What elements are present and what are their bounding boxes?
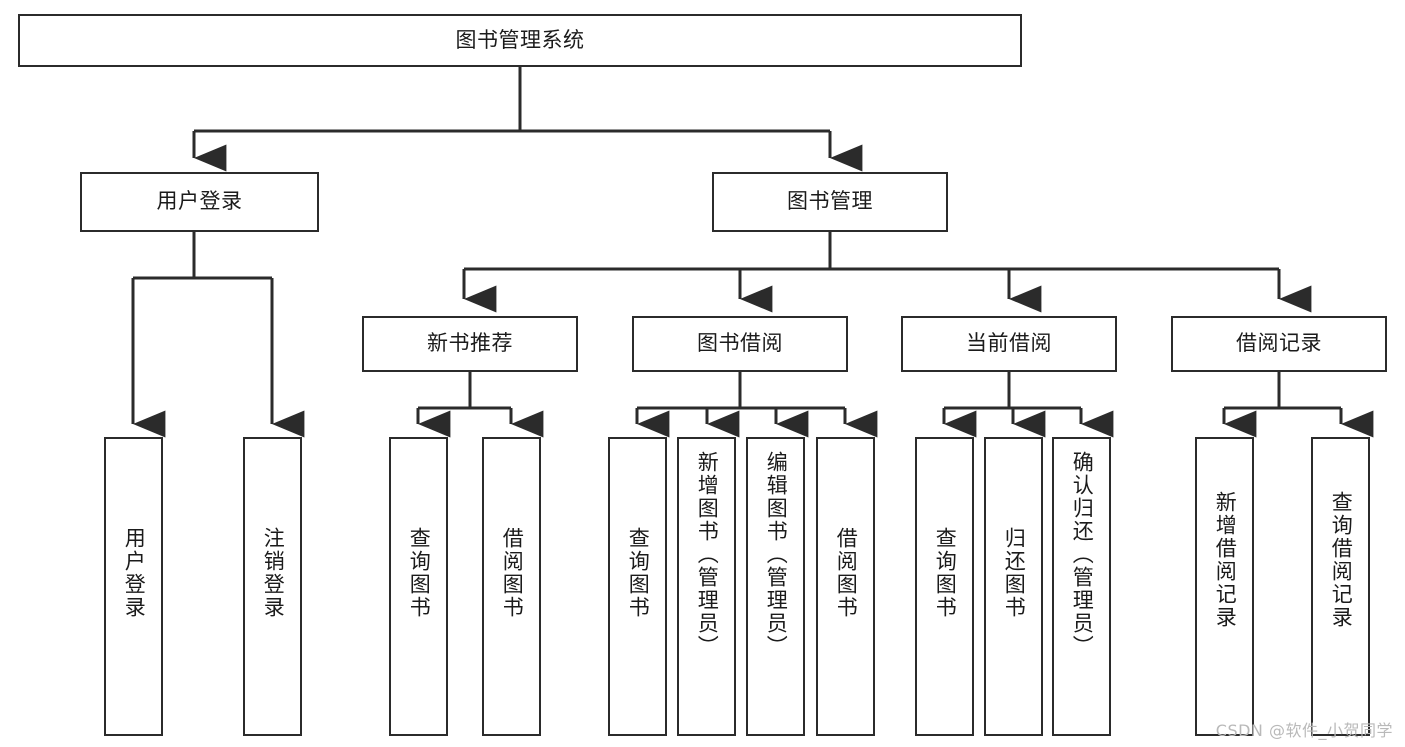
leaf-nbr-borrow-book[interactable]: 借阅图书	[482, 437, 541, 736]
leaf-bb-edit-book-label: 编辑图书（管理员）	[764, 451, 789, 658]
leaf-user-logout[interactable]: 注销登录	[243, 437, 302, 736]
node-book-borrow-label: 图书借阅	[697, 331, 783, 356]
leaf-user-logout-label: 注销登录	[261, 527, 286, 619]
leaf-cb-confirm-return-label: 确认归还（管理员）	[1070, 451, 1095, 658]
node-borrow-record[interactable]: 借阅记录	[1171, 316, 1387, 372]
node-book-management[interactable]: 图书管理	[712, 172, 948, 232]
leaf-user-login-label: 用户登录	[122, 527, 147, 619]
leaf-nbr-query-book-label: 查询图书	[407, 527, 432, 619]
leaf-cb-confirm-return[interactable]: 确认归还（管理员）	[1052, 437, 1111, 736]
leaf-cb-query-book[interactable]: 查询图书	[915, 437, 974, 736]
leaf-bb-query-book-label: 查询图书	[626, 527, 651, 619]
leaf-br-add-record[interactable]: 新增借阅记录	[1195, 437, 1254, 736]
node-new-book-recommend-label: 新书推荐	[427, 331, 513, 356]
leaf-cb-return-book-label: 归还图书	[1002, 527, 1027, 619]
node-book-borrow[interactable]: 图书借阅	[632, 316, 848, 372]
leaf-br-query-record[interactable]: 查询借阅记录	[1311, 437, 1370, 736]
node-book-management-label: 图书管理	[787, 189, 873, 214]
leaf-user-login[interactable]: 用户登录	[104, 437, 163, 736]
leaf-cb-return-book[interactable]: 归还图书	[984, 437, 1043, 736]
node-root[interactable]: 图书管理系统	[18, 14, 1022, 67]
leaf-nbr-query-book[interactable]: 查询图书	[389, 437, 448, 736]
node-root-label: 图书管理系统	[455, 27, 585, 52]
node-current-borrow-label: 当前借阅	[966, 331, 1052, 356]
node-current-borrow[interactable]: 当前借阅	[901, 316, 1117, 372]
leaf-bb-edit-book[interactable]: 编辑图书（管理员）	[746, 437, 805, 736]
leaf-nbr-borrow-book-label: 借阅图书	[500, 527, 525, 619]
leaf-br-query-record-label: 查询借阅记录	[1329, 491, 1354, 629]
leaf-bb-add-book-label: 新增图书（管理员）	[695, 451, 720, 658]
leaf-bb-query-book[interactable]: 查询图书	[608, 437, 667, 736]
leaf-bb-borrow-book[interactable]: 借阅图书	[816, 437, 875, 736]
leaf-br-add-record-label: 新增借阅记录	[1213, 491, 1238, 629]
node-borrow-record-label: 借阅记录	[1236, 331, 1322, 356]
leaf-bb-add-book[interactable]: 新增图书（管理员）	[677, 437, 736, 736]
node-new-book-recommend[interactable]: 新书推荐	[362, 316, 578, 372]
node-user-login[interactable]: 用户登录	[80, 172, 319, 232]
leaf-bb-borrow-book-label: 借阅图书	[834, 527, 859, 619]
leaf-cb-query-book-label: 查询图书	[933, 527, 958, 619]
node-user-login-label: 用户登录	[156, 189, 243, 214]
